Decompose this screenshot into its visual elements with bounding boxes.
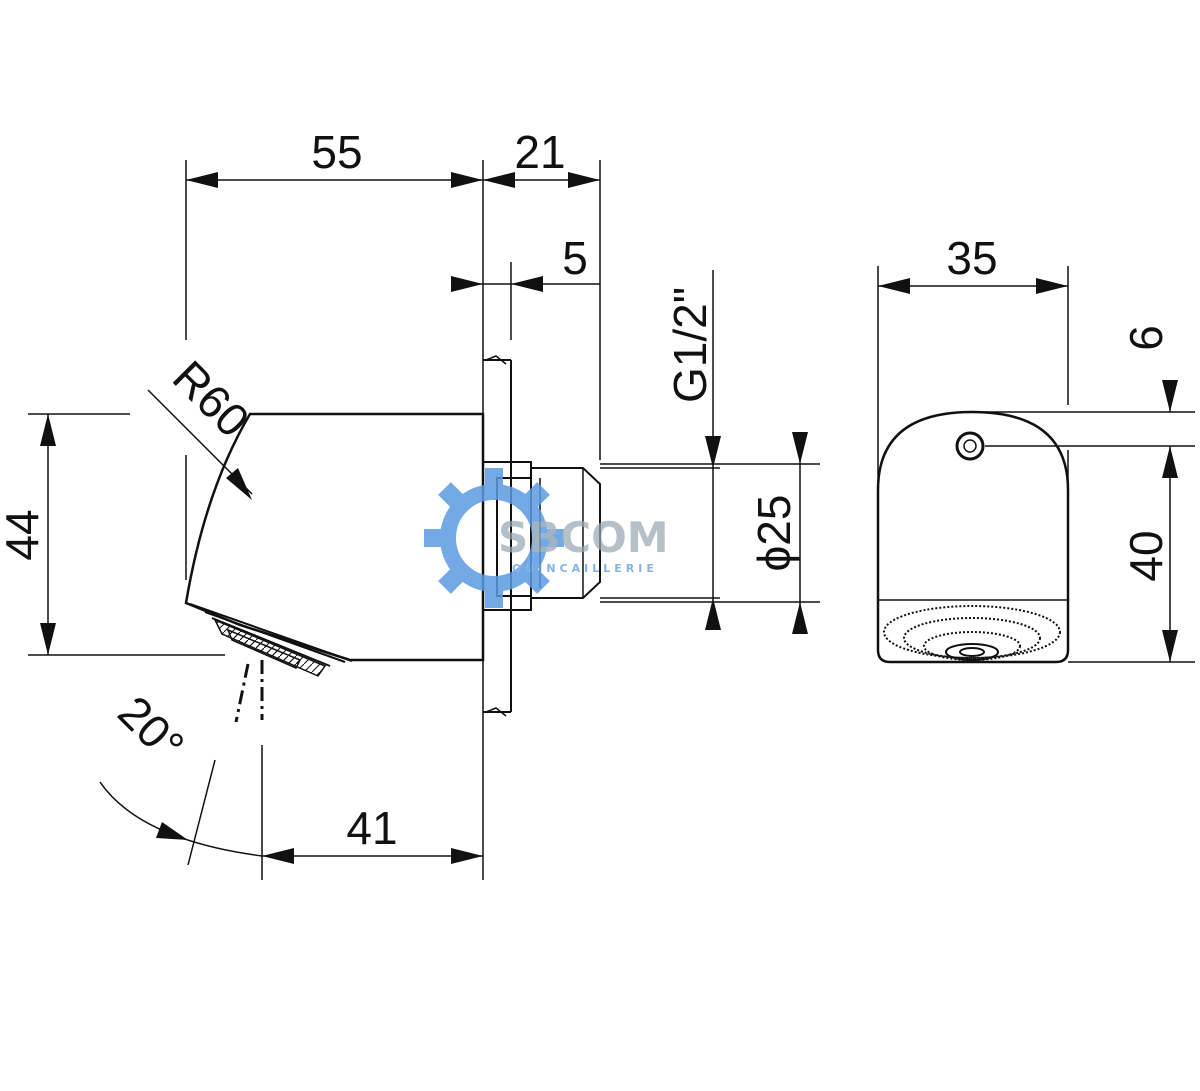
dim-diam25-label: ϕ25 <box>748 495 800 572</box>
dim-diam25: ϕ25 <box>748 432 808 634</box>
watermark: SBCOM QUINCAILLERIE <box>424 468 669 608</box>
spray-rings <box>883 605 1061 661</box>
front-body <box>876 410 1070 664</box>
dim-35-label: 35 <box>946 232 997 284</box>
dim-41-label: 41 <box>346 802 397 854</box>
watermark-brand: SBCOM <box>498 513 669 562</box>
dim-55-label: 55 <box>311 126 362 178</box>
gear-icon <box>424 468 564 608</box>
dim-thread-label: G1/2" <box>664 287 716 403</box>
dim-6: 6 <box>1120 325 1178 412</box>
dim-35: 35 <box>878 232 1068 294</box>
shower-head-body <box>184 412 485 662</box>
front-view: 35 6 40 <box>876 232 1195 664</box>
dim-41: 41 <box>262 802 483 864</box>
dim-5-label: 5 <box>562 232 588 284</box>
dim-40-label: 40 <box>1120 530 1172 581</box>
extension-lines <box>28 160 820 880</box>
spray-axis <box>234 660 264 723</box>
dim-21-label: 21 <box>514 126 565 178</box>
dim-40: 40 <box>1120 446 1178 662</box>
screw <box>955 431 985 461</box>
side-view: 55 21 5 G1/2" <box>0 126 820 880</box>
dim-44: 44 <box>0 414 56 655</box>
watermark-tagline: QUINCAILLERIE <box>512 562 658 575</box>
dim-55: 55 <box>186 126 483 188</box>
dim-21: 21 <box>483 126 600 188</box>
dim-44-label: 44 <box>0 509 48 560</box>
dim-thread: G1/2" <box>600 270 721 630</box>
dim-6-label: 6 <box>1120 325 1172 351</box>
spray-face <box>189 603 353 677</box>
dim-5: 5 <box>451 232 600 292</box>
dim-angle-label: 20° <box>108 686 194 772</box>
